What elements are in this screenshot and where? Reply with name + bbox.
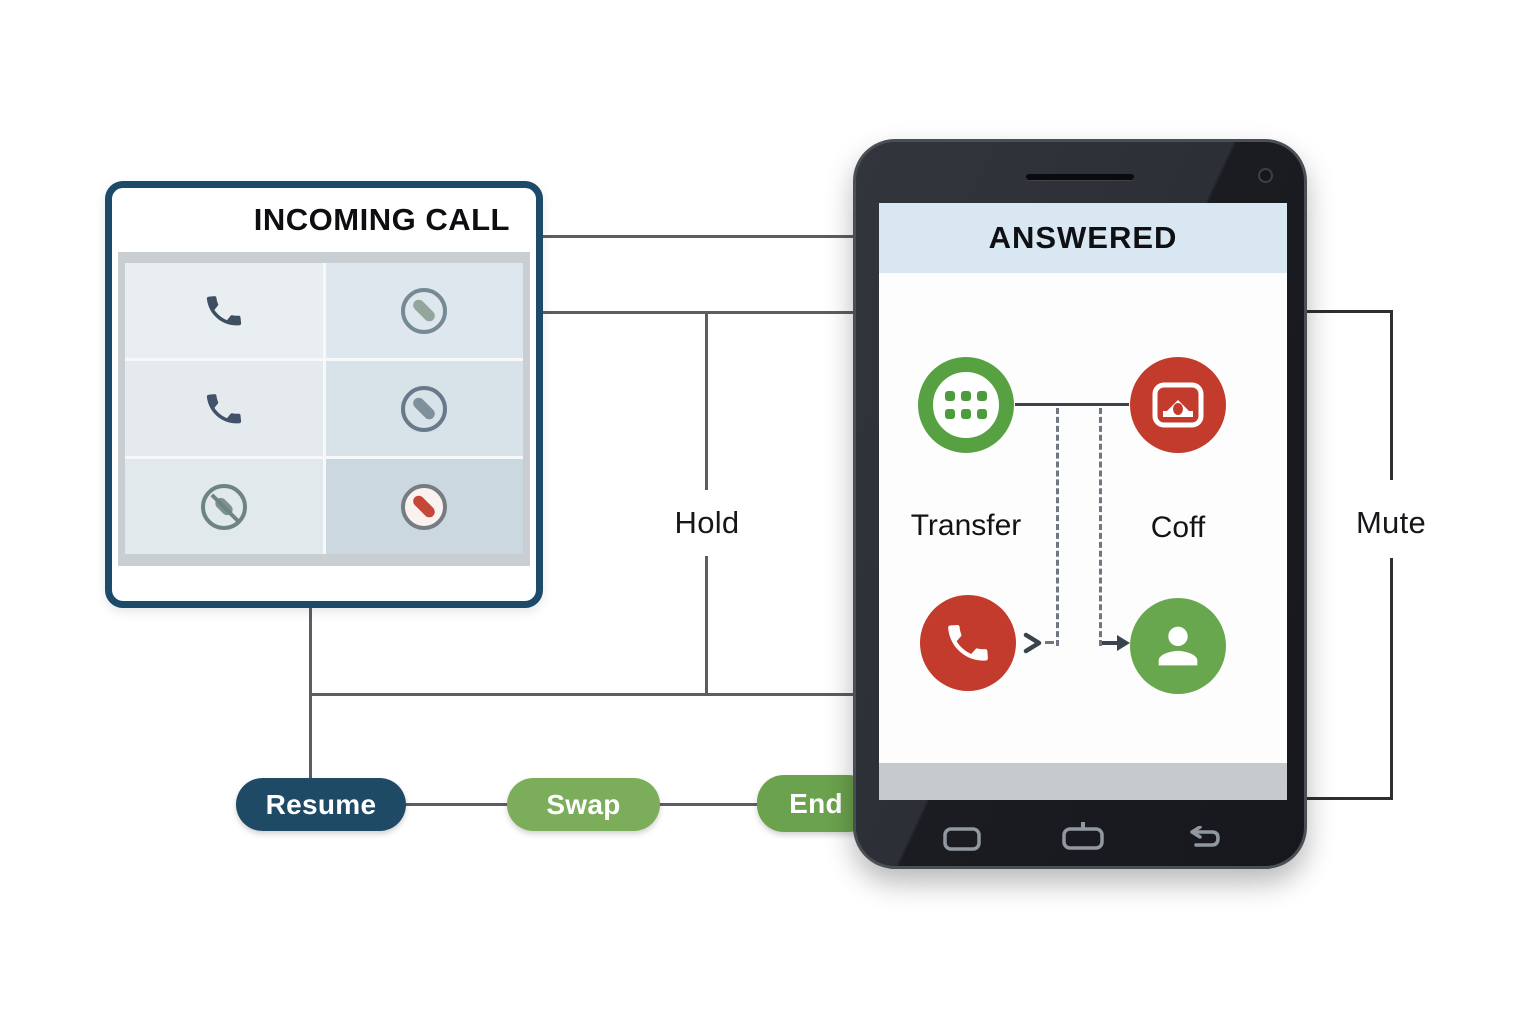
grid-cell bbox=[125, 361, 323, 456]
answer-call-circle-icon[interactable] bbox=[401, 287, 448, 334]
mute-label: Mute bbox=[1355, 505, 1427, 540]
person-glyph bbox=[1158, 626, 1198, 666]
decline-call-circle-icon[interactable] bbox=[200, 483, 247, 530]
hold-call-circle-icon[interactable] bbox=[401, 385, 448, 432]
incoming-call-title: INCOMING CALL bbox=[253, 202, 510, 237]
resume-swap-line bbox=[404, 803, 509, 806]
grid-cell bbox=[125, 459, 323, 554]
slash-glyph bbox=[210, 492, 242, 525]
mute-bracket-top bbox=[1303, 310, 1393, 313]
answered-header: ANSWERED bbox=[879, 203, 1287, 273]
resume-button-label: Resume bbox=[265, 788, 377, 820]
conf-label: Coff bbox=[1150, 511, 1206, 544]
right-arrow bbox=[1102, 635, 1130, 651]
conference-voicemail-icon[interactable] bbox=[1130, 357, 1226, 453]
phone-capsule-glyph bbox=[411, 493, 438, 520]
grid-cell bbox=[125, 263, 323, 358]
active-call-phone-icon[interactable] bbox=[201, 385, 247, 431]
connector-hold-horizontal bbox=[543, 311, 858, 314]
phone-capsule-glyph bbox=[411, 395, 438, 422]
connector-bottom bbox=[309, 693, 858, 696]
speaker-slit bbox=[1026, 174, 1134, 180]
keypad-dots bbox=[945, 391, 987, 419]
hold-label: Hold bbox=[674, 505, 740, 540]
chevron-arrow bbox=[1023, 632, 1042, 654]
recents-button[interactable] bbox=[942, 826, 982, 852]
end-call-circle-icon[interactable] bbox=[401, 483, 448, 530]
panel-to-resume-line bbox=[309, 603, 312, 779]
phone-screen: ANSWERED Transf bbox=[879, 203, 1287, 800]
transfer-conf-line bbox=[1015, 403, 1129, 406]
voicemail-glyph bbox=[1152, 382, 1204, 428]
call-grid bbox=[125, 263, 523, 554]
incoming-call-panel: INCOMING CALL bbox=[105, 181, 543, 608]
hold-line-lower bbox=[705, 556, 708, 696]
dashed-line-left bbox=[1056, 408, 1059, 646]
smartphone: ANSWERED Transf bbox=[853, 139, 1307, 869]
contact-person-icon[interactable] bbox=[1130, 598, 1226, 694]
mute-bracket-upper bbox=[1390, 310, 1393, 480]
connector-top bbox=[543, 235, 858, 238]
back-button[interactable] bbox=[1184, 826, 1222, 852]
incoming-call-phone-icon[interactable] bbox=[201, 287, 247, 333]
grid-cell bbox=[325, 263, 523, 358]
home-button[interactable] bbox=[1061, 820, 1105, 852]
mute-bracket-bottom bbox=[1303, 797, 1393, 800]
screen-bottom-band bbox=[879, 763, 1287, 800]
grid-cell bbox=[325, 361, 523, 456]
phone-capsule-glyph bbox=[411, 297, 438, 324]
swap-end-line bbox=[658, 803, 760, 806]
dash-stub bbox=[1045, 641, 1054, 644]
call-grid-frame bbox=[118, 252, 530, 566]
swap-button-label: Swap bbox=[546, 788, 621, 820]
dashed-line-right bbox=[1099, 408, 1102, 646]
end-call-icon[interactable] bbox=[920, 595, 1016, 691]
phone-glyph bbox=[948, 624, 988, 661]
hold-line-upper bbox=[705, 314, 708, 490]
resume-button[interactable]: Resume bbox=[236, 778, 406, 831]
grid-cell bbox=[325, 459, 523, 554]
keypad-transfer-icon[interactable] bbox=[918, 357, 1014, 453]
mute-bracket-lower bbox=[1390, 558, 1393, 800]
end-button-label: End bbox=[789, 787, 843, 819]
swap-button[interactable]: Swap bbox=[507, 778, 660, 831]
front-camera bbox=[1258, 168, 1273, 183]
transfer-label: Transfer bbox=[910, 509, 1022, 542]
